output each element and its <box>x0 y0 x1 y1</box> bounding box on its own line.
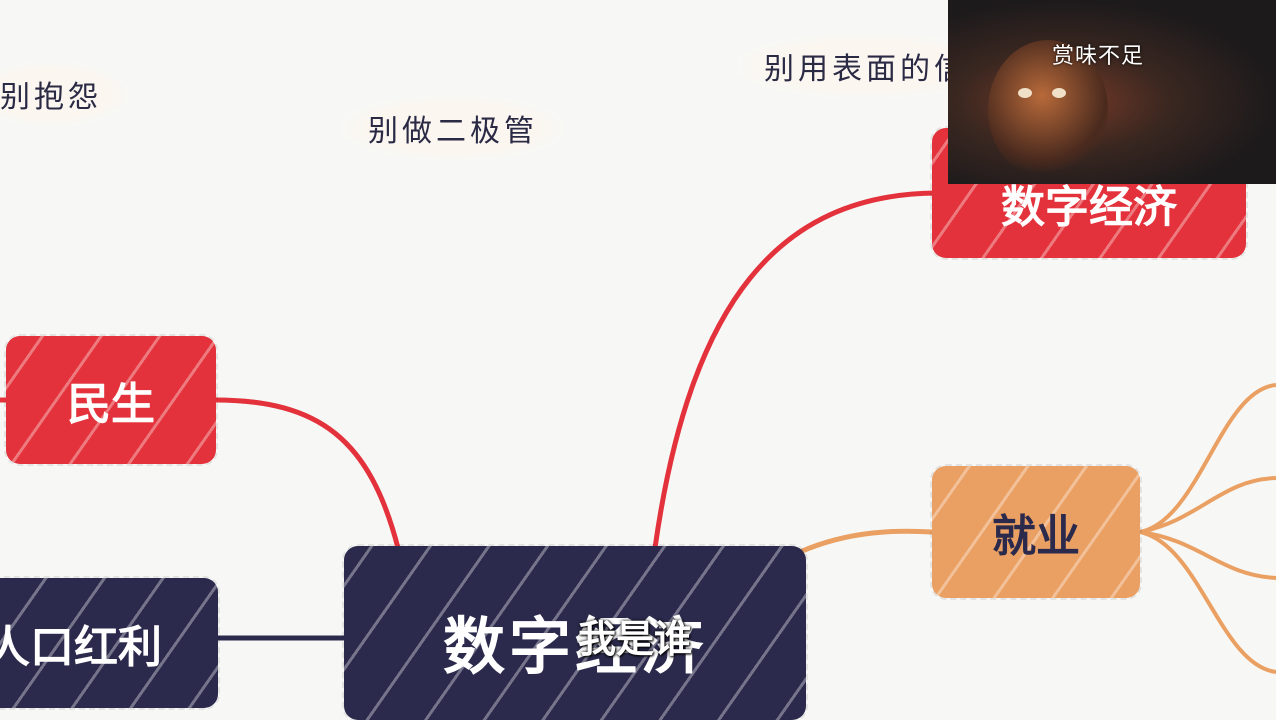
note-no-binary: 别做二极管 <box>342 96 564 160</box>
link-employment-branch-4 <box>1139 530 1276 674</box>
node-population-dividend[interactable]: 人口红利 <box>0 576 220 710</box>
note-complain: 别抱怨 <box>0 62 128 126</box>
node-livelihood[interactable]: 民生 <box>4 334 218 466</box>
link-center-employment <box>798 528 933 555</box>
webcam-eye-right <box>1052 88 1066 98</box>
node-digital-economy-center[interactable]: 数字经济 <box>342 544 808 720</box>
link-employment-branch-1 <box>1139 383 1276 534</box>
subtitle-overlay: 我是谁 <box>578 617 693 661</box>
webcam-overlay: 赏味不足 <box>948 0 1276 184</box>
node-employment[interactable]: 就业 <box>930 464 1142 600</box>
webcam-face <box>988 40 1108 180</box>
webcam-eye-left <box>1018 88 1032 98</box>
link-center-topright <box>652 190 936 549</box>
webcam-caption: 赏味不足 <box>1052 44 1145 69</box>
link-center-livelihood <box>214 397 401 549</box>
link-employment-branch-2 <box>1139 476 1276 534</box>
link-employment-branch-3 <box>1139 530 1276 580</box>
